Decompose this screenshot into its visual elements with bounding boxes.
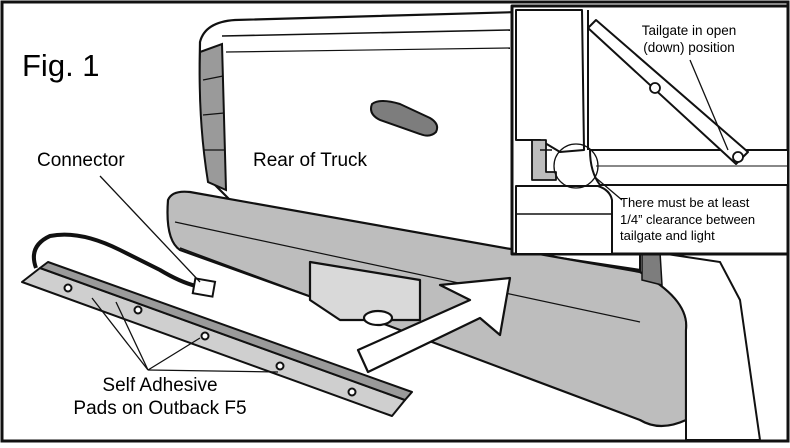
clearance-circle	[553, 143, 599, 189]
pads-label-line-2: Pads on Outback F5	[73, 398, 247, 419]
rear-bumper	[166, 190, 688, 428]
taillight	[198, 42, 228, 192]
clearance-note-line-3: tailgate and light	[620, 228, 715, 243]
inset-title-line-1: Tailgate in open	[641, 23, 737, 38]
tailgate-handle	[370, 100, 439, 137]
connector-plug	[191, 277, 217, 298]
tailgate-inset	[510, 4, 790, 256]
pads-label-line-1: Self Adhesive	[102, 375, 218, 396]
clearance-note-line-2: 1/4” clearance between	[620, 211, 756, 227]
pads-label: Self Adhesive Pads on Outback F5	[0, 374, 320, 420]
rear-of-truck-label: Rear of Truck	[253, 150, 368, 171]
figure-label: Fig. 1	[22, 48, 100, 83]
inset-title-line-2: (down) position	[643, 40, 735, 55]
clearance-note-line-1: There must be at least	[620, 195, 750, 210]
install-arrow	[356, 276, 512, 374]
clearance-note: There must be at least 1/4” clearance be…	[620, 195, 755, 245]
inset-title: Tailgate in open (down) position	[614, 22, 764, 56]
connector-label: Connector	[37, 150, 125, 171]
light-bar-cable	[31, 232, 197, 288]
pads-pointers	[91, 297, 279, 373]
connector-pointer	[99, 175, 201, 283]
